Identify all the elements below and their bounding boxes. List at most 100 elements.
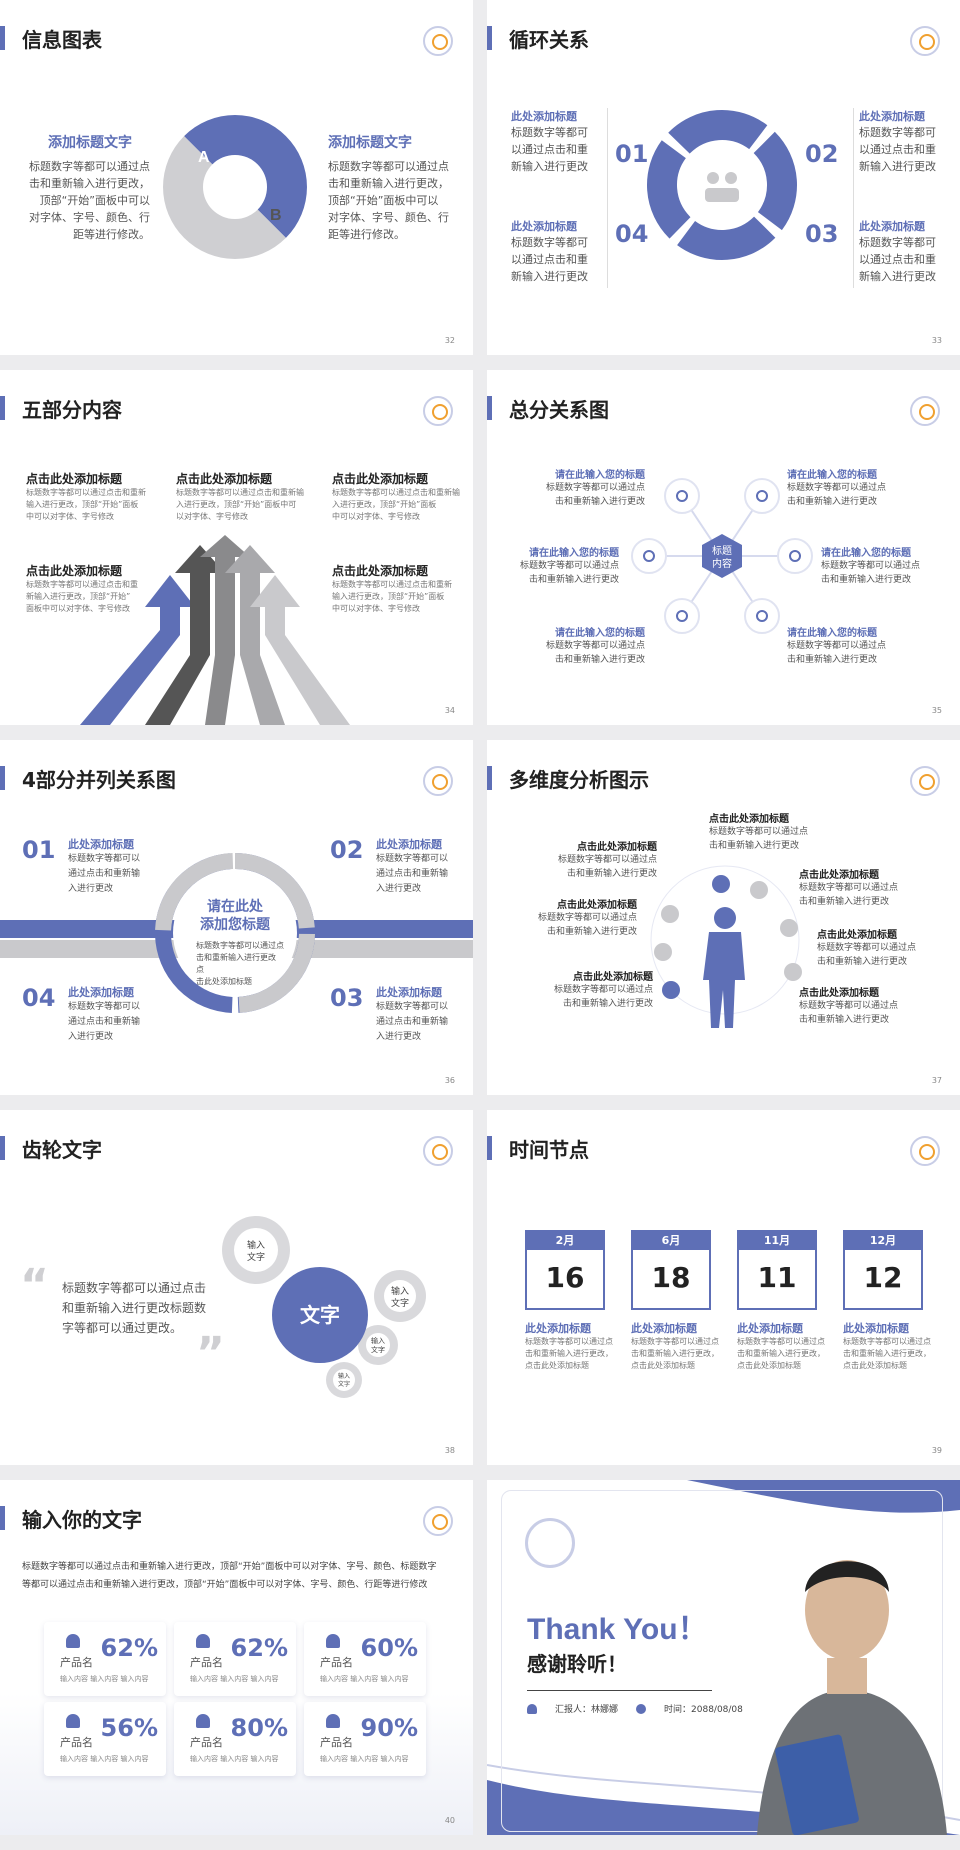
slice-b-label: B [270, 207, 282, 224]
item-num-4: 04 [22, 984, 56, 1012]
gear-icon [631, 538, 667, 574]
slide-title: 信息图表 [22, 28, 102, 52]
thanks-title: Thank You！ [527, 1613, 708, 1646]
cycle-item-4: 此处添加标题 标题数字等都可以通过点击和重新输入进行更改 [511, 220, 588, 283]
logo-icon [423, 396, 453, 426]
title-bar [0, 26, 5, 50]
title-bar [0, 396, 5, 420]
title-bar [487, 1136, 492, 1160]
item-4: 此处添加标题 标题数字等都可以通过点击和重新输入进行更改 [68, 986, 141, 1042]
node-3: 此处添加标题 标题数字等都可以通过点击和重新输入进行更改，点击此处添加标题 [737, 1322, 825, 1370]
item-2: 此处添加标题 标题数字等都可以通过点击和重新输入进行更改 [376, 838, 449, 894]
stat-card: 62%产品名输入内容 输入内容 输入内容 [174, 1622, 296, 1696]
product-icon [66, 1634, 80, 1648]
item-num-1: 01 [22, 836, 56, 864]
title-bar [487, 26, 492, 50]
frame [501, 1490, 943, 1832]
item-num-3: 03 [330, 984, 364, 1012]
dim-item-2: 点击此处添加标题 标题数字等都可以通过点击和重新输入进行更改 [557, 842, 657, 879]
stat-card: 60%产品名输入内容 输入内容 输入内容 [304, 1622, 426, 1696]
gear-icon [744, 478, 780, 514]
slide-38: 齿轮文字 “ 标题数字等都可以通过点击和重新输入进行更改标题数字等都可以通过更改… [0, 1110, 473, 1465]
hub-item-5: 请在此输入您的标题 标题数字等都可以通过点击和重新输入进行更改 [545, 628, 645, 665]
cycle-item-1: 此处添加标题 标题数字等都可以通过点击和重新输入进行更改 [511, 110, 588, 173]
item-2: 点击此处添加标题 标题数字等都可以通过点击和重新输入进行更改，顶部“开始”面板中… [176, 472, 304, 521]
left-heading: 添加标题文字 [48, 135, 132, 151]
title-bar [0, 1136, 5, 1160]
slide-37: 多维度分析图示 点击此处添加标题 标题数字等都可以通过点击和重新输入进行更改 点… [487, 740, 960, 1095]
svg-text:输入: 输入 [371, 1336, 385, 1345]
page-number: 33 [931, 336, 942, 345]
donut-slice-a [184, 115, 307, 238]
donut-slice-b [163, 136, 286, 259]
item-1: 点击此处添加标题 标题数字等都可以通过点击和重新输入进行更改，顶部“开始”面板中… [26, 472, 146, 521]
logo-icon [910, 396, 940, 426]
stat-card: 90%产品名输入内容 输入内容 输入内容 [304, 1702, 426, 1776]
cycle-num-4: 04 [615, 220, 649, 248]
gear-icon [272, 1267, 368, 1363]
hub-item-4: 请在此输入您的标题 标题数字等都可以通过点击和重新输入进行更改 [821, 548, 921, 585]
gear-icon [777, 538, 813, 574]
logo-icon [910, 1136, 940, 1166]
ring-graphic [155, 853, 315, 1013]
person-graphic [650, 865, 802, 1028]
dim-item-1: 点击此处添加标题 标题数字等都可以通过点击和重新输入进行更改 [709, 814, 809, 851]
product-icon [66, 1714, 80, 1728]
divider [527, 1690, 712, 1691]
svg-text:文字: 文字 [247, 1251, 265, 1263]
cycle-num-2: 02 [805, 140, 839, 168]
dim-item-3: 点击此处添加标题 标题数字等都可以通过点击和重新输入进行更改 [799, 870, 899, 907]
page-number: 34 [444, 706, 455, 715]
svg-text:标题: 标题 [712, 545, 732, 557]
gear-icon [664, 598, 700, 634]
right-heading: 添加标题文字 [328, 135, 412, 151]
svg-text:输入: 输入 [247, 1239, 265, 1251]
quote-text: 标题数字等都可以通过点击和重新输入进行更改标题数字等都可以通过更改。 [62, 1281, 207, 1335]
page-number: 40 [444, 1816, 455, 1825]
node-1: 此处添加标题 标题数字等都可以通过点击和重新输入进行更改，点击此处添加标题 [525, 1322, 613, 1370]
hub-item-1: 请在此输入您的标题 标题数字等都可以通过点击和重新输入进行更改 [545, 470, 645, 507]
arrows-graphic [80, 535, 350, 725]
cycle-num-1: 01 [615, 140, 649, 168]
stat-card: 62%产品名输入内容 输入内容 输入内容 [44, 1622, 166, 1696]
slide-34: 五部分内容 点击此处添加标题 标题数字等都可以通过点击和重新输入进行更改，顶部“… [0, 370, 473, 725]
cycle-item-3: 此处添加标题 标题数字等都可以通过点击和重新输入进行更改 [859, 220, 936, 283]
clock-icon [636, 1703, 647, 1714]
svg-text:文字: 文字 [300, 1303, 340, 1327]
slice-a-label: A [198, 149, 210, 166]
slide-title: 循环关系 [509, 28, 589, 52]
gear-icon [664, 478, 700, 514]
logo-icon [910, 766, 940, 796]
item-num-2: 02 [330, 836, 364, 864]
divider [607, 108, 608, 288]
cycle-item-2: 此处添加标题 标题数字等都可以通过点击和重新输入进行更改 [859, 110, 936, 173]
logo-icon [423, 26, 453, 56]
stat-card: 80%产品名输入内容 输入内容 输入内容 [174, 1702, 296, 1776]
slide-title: 五部分内容 [22, 398, 122, 422]
logo-icon [910, 26, 940, 56]
slide-36: 4部分并列关系图 请在此处添加您标题 标题数字等都可以通过点击和重新输入进行更改… [0, 740, 473, 1095]
product-icon [196, 1714, 210, 1728]
logo-icon [423, 1136, 453, 1166]
product-icon [326, 1714, 340, 1728]
logo-icon [423, 1506, 453, 1536]
slide-title: 4部分并列关系图 [22, 768, 176, 792]
title-bar [0, 766, 5, 790]
page-number: 36 [444, 1076, 455, 1085]
cycle-num-3: 03 [805, 220, 839, 248]
node-4: 此处添加标题 标题数字等都可以通过点击和重新输入进行更改，点击此处添加标题 [843, 1322, 931, 1370]
svg-text:输入: 输入 [338, 1372, 350, 1380]
slide-title: 时间节点 [509, 1138, 589, 1162]
right-text: 标题数字等都可以通过点击和重新输入进行更改，顶部“开始”面板中可以对字体、字号、… [328, 160, 449, 241]
title-bar [487, 766, 492, 790]
stat-card: 56%产品名输入内容 输入内容 输入内容 [44, 1702, 166, 1776]
hub-item-3: 请在此输入您的标题 标题数字等都可以通过点击和重新输入进行更改 [519, 548, 619, 585]
team-icon [705, 172, 739, 202]
slide-title: 多维度分析图示 [509, 768, 649, 792]
svg-text:文字: 文字 [371, 1345, 385, 1354]
slide-thanks: Thank You！ 感谢聆听！ 汇报人：林娜娜 时间：2088/08/08 [487, 1480, 960, 1835]
slide-40: 输入你的文字 标题数字等都可以通过点击和重新输入进行更改，顶部“开始”面板中可以… [0, 1480, 473, 1835]
